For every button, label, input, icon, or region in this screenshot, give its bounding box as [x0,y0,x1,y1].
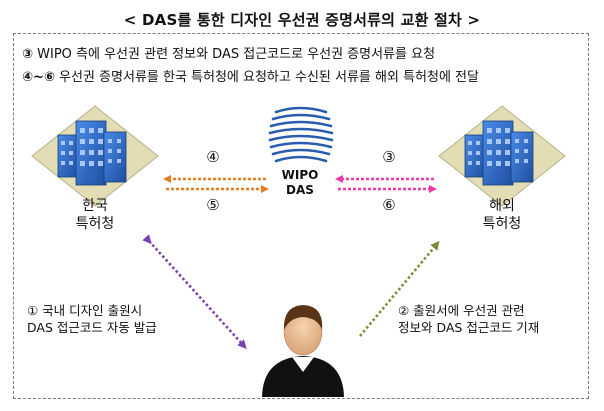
step1-description: ① 국내 디자인 출원시 DAS 접근코드 자동 발급 [27,302,157,336]
note-step3: ③ WIPO 측에 우선권 관련 정보와 DAS 접근코드로 우선권 증명서류를… [22,43,435,62]
korea-office-label: 한국 특허청 [60,197,130,233]
wipo-label-line2: DAS [286,183,314,197]
foreign-office-label-line1: 해외 [489,198,515,214]
wipo-das-label: WIPO DAS [268,168,332,198]
diagram-title: < DAS를 통한 디자인 우선권 증명서류의 교환 절차 > [123,11,481,29]
step1-arrow [142,234,247,349]
wipo-label-line1: WIPO [281,168,319,182]
note-step3-text: WIPO 측에 우선권 관련 정보와 DAS 접근코드로 우선권 증명서류를 요… [37,47,436,62]
korea-office-building-icon [31,105,159,207]
step4-number: ④ [206,148,220,166]
step3-number: ③ [382,148,396,166]
applicant-person-icon [262,305,344,397]
note-step4-6-text: 우선권 증명서류를 한국 특허청에 요청하고 수신된 서류를 해외 특허청에 전… [59,70,479,85]
korea-office-label-line1: 한국 [82,198,108,214]
note-step3-marker: ③ [22,47,34,62]
diagram-frame [13,33,589,399]
step5-number: ⑤ [206,196,220,214]
korea-office-label-line2: 특허청 [75,216,115,232]
step2-description: ② 출원서에 우선권 관련 정보와 DAS 접근코드 기재 [398,302,539,336]
foreign-office-label: 해외 특허청 [467,197,537,233]
step1-description-line1: ① 국내 디자인 출원시 [27,303,143,318]
step2-description-line1: ② 출원서에 우선권 관련 [398,303,525,318]
wipo-logo-icon [268,106,334,163]
note-step4-6: ④~⑥ 우선권 증명서류를 한국 특허청에 요청하고 수신된 서류를 해외 특허… [22,66,479,85]
step1-description-line2: DAS 접근코드 자동 발급 [27,320,157,335]
step6-number: ⑥ [382,196,396,214]
foreign-office-label-line2: 특허청 [482,216,522,232]
note-step4-6-marker: ④~⑥ [22,70,55,85]
foreign-office-building-icon [438,105,566,207]
step2-description-line2: 정보와 DAS 접근코드 기재 [398,320,540,335]
